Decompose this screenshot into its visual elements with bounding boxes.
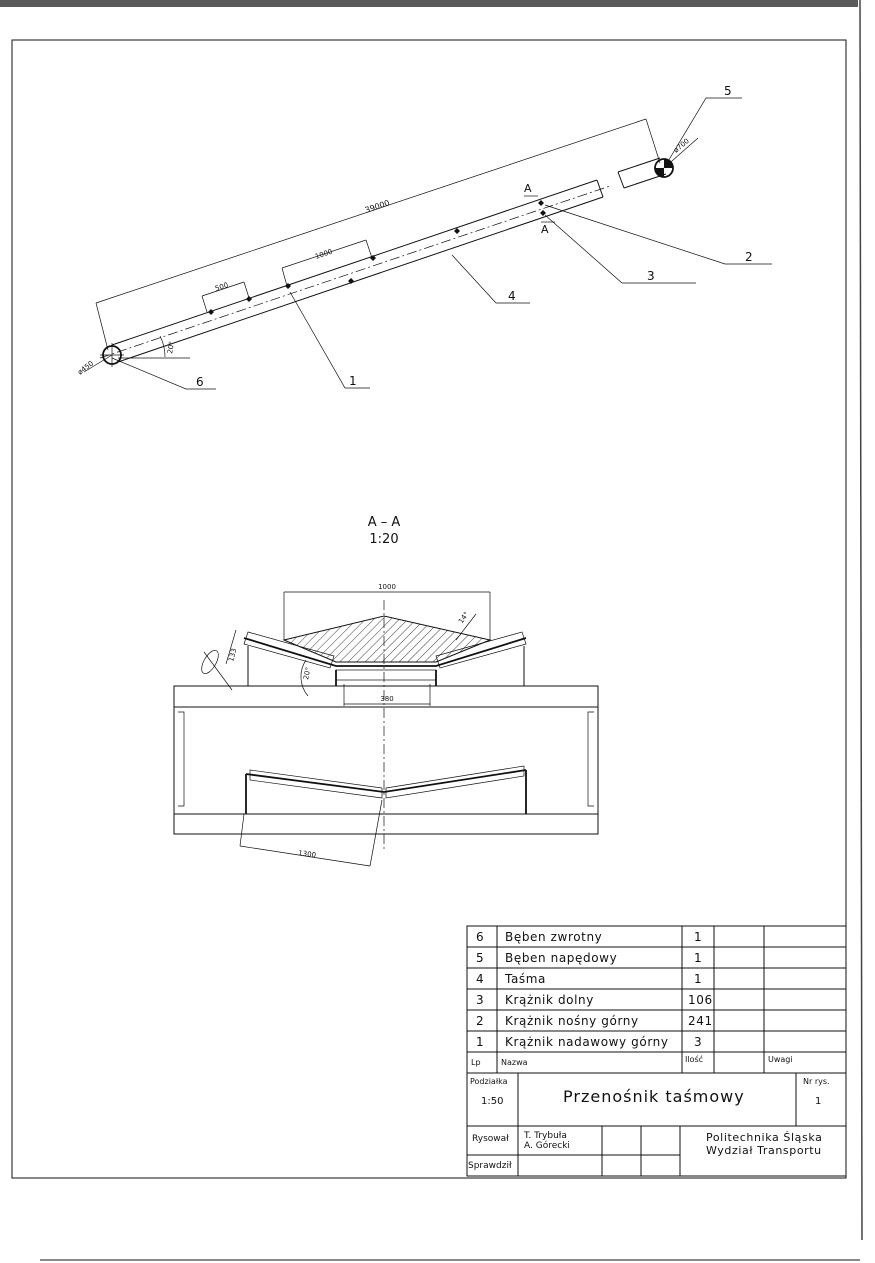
drawing-no: 1 [815, 1096, 822, 1107]
checked-label: Sprawdził [468, 1161, 512, 1171]
part-name-2: Krążnik nośny górny [505, 1014, 639, 1028]
dim-slope: 20° [302, 667, 312, 681]
part-name-5: Bęben napędowy [505, 951, 618, 965]
callout-4: 4 [508, 289, 516, 303]
section-scale: 1:20 [369, 532, 398, 547]
lower-roller-right [385, 765, 525, 799]
part-name-3: Krążnik dolny [505, 993, 594, 1007]
institution-line-2: Wydział Transportu [706, 1144, 822, 1157]
dim-return-drum: ø450 [76, 359, 95, 376]
part-qty-5: 1 [694, 951, 703, 965]
part-name-4: Taśma [505, 972, 546, 986]
part-name-1: Krążnik nadawowy górny [505, 1035, 669, 1049]
dim-spacing-upper: 1000 [314, 248, 333, 261]
dim-spacing-lower: 500 [214, 281, 229, 293]
section-mark-a-bottom: A [541, 223, 549, 236]
header-name: Nazwa [501, 1058, 528, 1067]
callout-3: 3 [647, 269, 655, 283]
dim-return-len: 1300 [298, 849, 317, 859]
part-lp-4: 4 [476, 972, 485, 986]
part-lp-3: 3 [476, 993, 485, 1007]
lower-roller-left [249, 769, 383, 799]
callout-2: 2 [745, 250, 753, 264]
belt-upper-edge [111, 179, 598, 346]
dim-line-overall [95, 118, 647, 304]
dim-angle: 20° [166, 341, 176, 355]
scale-value: 1:50 [481, 1096, 504, 1107]
callout-6: 6 [196, 375, 204, 389]
part-qty-1: 3 [694, 1035, 703, 1049]
part-qty-3: 106 [688, 993, 713, 1007]
drawing-no-label: Nr rys. [803, 1077, 830, 1086]
scan-right-edge [859, 0, 863, 1241]
part-lp-1: 1 [476, 1035, 485, 1049]
drawing-frame [11, 39, 847, 1179]
institution-line-1: Politechnika Śląska [706, 1131, 823, 1144]
dim-drive-drum: ø700 [672, 137, 691, 154]
upper-roller-right [435, 631, 527, 669]
scan-top-edge [0, 0, 875, 7]
conveyor-side-view: 39000 500 1000 ø450 20° ø700 A A 5 2 [76, 84, 772, 390]
part-lp-5: 5 [476, 951, 485, 965]
section-title: A – A [368, 515, 401, 530]
dim-belt-width: 1000 [378, 583, 396, 591]
header-qty: Ilość [685, 1055, 704, 1064]
part-qty-2: 241 [688, 1014, 713, 1028]
part-qty-4: 1 [694, 972, 703, 986]
section-mark-a-top: A [524, 182, 532, 195]
part-qty-6: 1 [694, 930, 703, 944]
rollers [208, 200, 546, 315]
section-a-a: A – A 1:20 [173, 515, 599, 867]
callout-1: 1 [349, 374, 357, 388]
drawn-by-1: T. Trybuła [524, 1131, 567, 1141]
part-lp-2: 2 [476, 1014, 485, 1028]
dim-side-height: 133 [227, 648, 238, 663]
upper-belt [243, 637, 527, 667]
part-name-6: Bęben zwrotny [505, 930, 603, 944]
header-lp: Lp [471, 1058, 481, 1067]
dim-overall-length: 39000 [364, 198, 391, 215]
belt-centerline [99, 185, 611, 359]
belt-lower-edge [117, 196, 604, 363]
part-lp-6: 6 [476, 930, 485, 944]
material-load [282, 615, 492, 663]
dim-top-roller: 380 [380, 695, 393, 703]
header-notes: Uwagi [768, 1055, 793, 1064]
drawing-title: Przenośnik taśmowy [563, 1087, 745, 1106]
upper-roller-center [335, 669, 437, 681]
lower-belt [245, 769, 527, 793]
upper-roller-left [243, 631, 335, 669]
title-block-grid [466, 925, 847, 1177]
scale-label: Podziałka [470, 1077, 508, 1086]
drawn-label: Rysował [472, 1134, 509, 1144]
callout-5: 5 [724, 84, 732, 98]
conveyor-frame [173, 685, 599, 835]
drawn-by-2: A. Górecki [524, 1141, 570, 1151]
